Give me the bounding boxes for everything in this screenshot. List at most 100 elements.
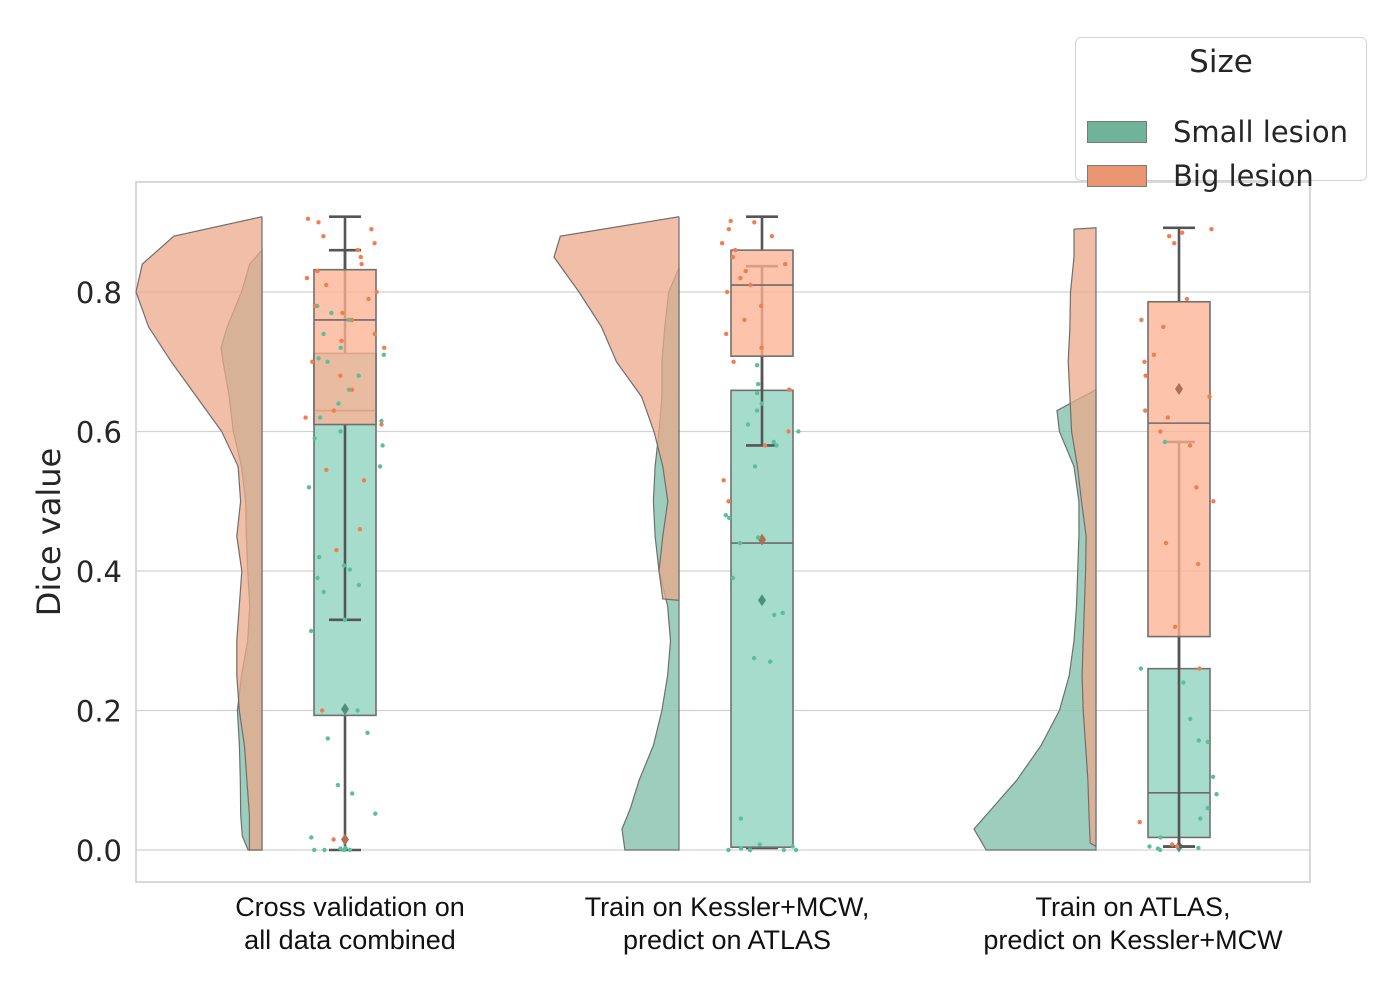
point-big-0-4 bbox=[361, 478, 367, 483]
point-small-1-22 bbox=[745, 422, 751, 427]
x-tick-label-2-1: predict on Kessler+MCW bbox=[983, 925, 1283, 955]
point-small-1-15 bbox=[755, 535, 761, 540]
point-big-0-24 bbox=[358, 254, 363, 260]
x-tick-label-1-1: predict on ATLAS bbox=[623, 925, 831, 955]
point-small-0-16 bbox=[356, 582, 361, 588]
point-big-0-12 bbox=[382, 345, 387, 350]
x-tick-label-2-0: Train on ATLAS, bbox=[1035, 892, 1230, 922]
point-big-2-2 bbox=[1137, 819, 1142, 825]
point-big-0-27 bbox=[321, 234, 326, 239]
point-big-0-16 bbox=[340, 310, 345, 316]
point-big-2-14 bbox=[1143, 373, 1148, 378]
point-big-0-26 bbox=[372, 241, 377, 246]
point-small-2-1 bbox=[1155, 846, 1161, 851]
point-small-1-12 bbox=[772, 612, 777, 618]
point-small-1-21 bbox=[796, 429, 801, 434]
point-big-2-18 bbox=[1139, 317, 1144, 323]
point-big-0-13 bbox=[339, 338, 344, 343]
legend: Size Small lesion Big lesion bbox=[1075, 37, 1367, 193]
y-tick-labels: 0.00.20.40.60.8 bbox=[76, 276, 122, 868]
point-big-1-20 bbox=[752, 220, 757, 225]
point-big-2-13 bbox=[1207, 394, 1212, 399]
legend-swatch-big bbox=[1087, 165, 1147, 187]
point-small-2-11 bbox=[1188, 716, 1193, 722]
point-big-2-11 bbox=[1165, 415, 1171, 420]
point-small-0-32 bbox=[316, 356, 321, 361]
point-small-0-21 bbox=[306, 485, 312, 490]
point-big-0-3 bbox=[357, 527, 363, 532]
point-big-1-12 bbox=[738, 275, 743, 281]
point-big-2-7 bbox=[1211, 499, 1216, 504]
point-big-2-9 bbox=[1187, 443, 1193, 448]
point-small-0-12 bbox=[355, 708, 360, 713]
x-tick-label-0-1: all data combined bbox=[244, 925, 456, 955]
point-big-0-5 bbox=[324, 467, 329, 473]
point-small-1-23 bbox=[754, 408, 760, 413]
point-small-1-28 bbox=[754, 363, 760, 368]
point-small-2-4 bbox=[1158, 835, 1163, 840]
point-big-2-22 bbox=[1180, 230, 1185, 235]
point-small-0-27 bbox=[317, 415, 323, 420]
point-small-0-34 bbox=[338, 345, 343, 350]
point-big-2-4 bbox=[1172, 624, 1178, 629]
legend-label-big: Big lesion bbox=[1173, 159, 1314, 193]
point-small-2-14 bbox=[1162, 439, 1168, 445]
point-big-1-11 bbox=[748, 282, 753, 288]
point-small-1-6 bbox=[790, 844, 795, 849]
violin-big-1 bbox=[553, 216, 680, 601]
point-small-0-15 bbox=[321, 589, 326, 595]
point-small-1-2 bbox=[747, 847, 753, 853]
violin-big-2 bbox=[1067, 227, 1097, 848]
mean-marker-big-0 bbox=[341, 833, 349, 846]
point-small-0-13 bbox=[308, 628, 314, 634]
point-small-1-7 bbox=[757, 842, 762, 847]
point-big-1-1 bbox=[721, 478, 726, 483]
point-big-0-29 bbox=[316, 220, 321, 225]
point-small-1-27 bbox=[755, 381, 761, 387]
point-small-0-18 bbox=[347, 567, 352, 572]
legend-label-small: Small lesion bbox=[1173, 115, 1348, 149]
point-small-0-19 bbox=[341, 563, 347, 568]
point-big-1-19 bbox=[726, 227, 732, 232]
point-big-1-10 bbox=[724, 289, 730, 295]
point-small-2-8 bbox=[1210, 774, 1216, 779]
point-small-0-6 bbox=[309, 835, 314, 840]
y-tick-label-3: 0.6 bbox=[76, 416, 122, 450]
point-big-0-20 bbox=[324, 282, 329, 288]
point-small-0-26 bbox=[379, 418, 384, 424]
point-big-1-14 bbox=[783, 261, 788, 267]
point-small-2-10 bbox=[1196, 738, 1202, 743]
point-big-2-1 bbox=[1170, 842, 1175, 847]
mean-marker-big-2 bbox=[1175, 382, 1183, 395]
point-small-1-5 bbox=[738, 846, 744, 851]
point-big-0-8 bbox=[331, 408, 336, 413]
y-axis-label: Dice value bbox=[30, 448, 68, 616]
point-big-0-21 bbox=[304, 275, 310, 281]
point-big-2-10 bbox=[1158, 429, 1163, 434]
x-tick-label-1-0: Train on Kessler+MCW, bbox=[585, 892, 870, 922]
point-big-0-11 bbox=[310, 359, 315, 364]
point-small-1-20 bbox=[771, 439, 776, 445]
point-big-2-8 bbox=[1194, 485, 1199, 490]
grid-lines bbox=[136, 291, 1310, 851]
point-small-2-6 bbox=[1205, 805, 1210, 811]
point-big-0-2 bbox=[334, 547, 339, 553]
point-big-1-2 bbox=[762, 443, 768, 448]
point-small-0-33 bbox=[381, 352, 386, 357]
point-small-2-2 bbox=[1196, 845, 1201, 851]
mean-marker-small-1 bbox=[758, 594, 766, 607]
point-big-2-17 bbox=[1161, 324, 1166, 330]
y-tick-label-4: 0.8 bbox=[76, 276, 122, 310]
point-big-0-0 bbox=[331, 837, 336, 842]
box-big-1 bbox=[730, 249, 794, 357]
point-small-1-0 bbox=[781, 847, 786, 853]
point-big-2-15 bbox=[1142, 359, 1147, 364]
point-big-1-21 bbox=[728, 218, 733, 224]
point-small-1-19 bbox=[774, 443, 779, 448]
point-big-2-16 bbox=[1151, 352, 1157, 357]
point-small-0-7 bbox=[373, 811, 378, 816]
point-small-0-14 bbox=[342, 617, 348, 622]
point-big-2-0 bbox=[1175, 844, 1180, 849]
point-small-1-3 bbox=[726, 847, 731, 853]
point-big-0-17 bbox=[312, 303, 318, 309]
